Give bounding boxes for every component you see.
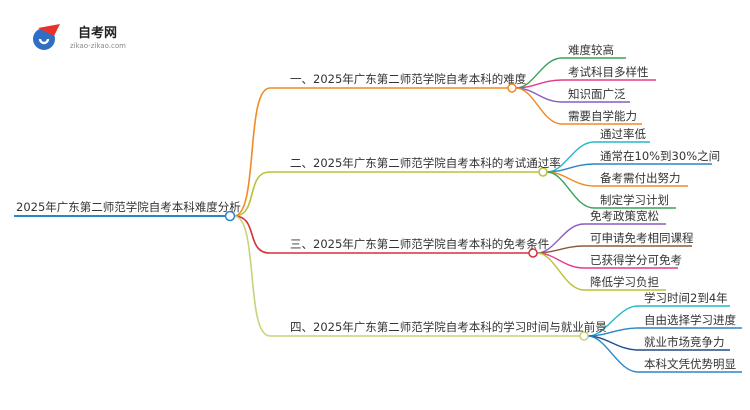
mindmap-nodes: [224, 83, 589, 341]
branch-edge-4: [233, 215, 271, 337]
branch-label-4[interactable]: 四、2025年广东第二师范学院自考本科的学习时间与就业前景: [290, 320, 607, 334]
child-label-3-2[interactable]: 可申请免考相同课程: [590, 231, 694, 245]
child-label-1-1[interactable]: 难度较高: [568, 43, 614, 57]
branch-node-circle-3: [528, 248, 538, 258]
child-label-2-2[interactable]: 通常在10%到30%之间: [600, 149, 721, 163]
logo-subtitle: zikao-zikao.com: [70, 42, 126, 50]
branch-label-1[interactable]: 一、2025年广东第二师范学院自考本科的难度: [290, 72, 527, 86]
branch-label-3[interactable]: 三、2025年广东第二师范学院自考本科的免考条件: [290, 237, 550, 251]
root-node-circle: [224, 210, 236, 222]
site-logo[interactable]: 自考网 zikao-zikao.com: [30, 18, 150, 58]
child-edge-1-4: [515, 87, 563, 125]
child-label-1-4[interactable]: 需要自学能力: [568, 109, 637, 123]
branch-edge-1: [233, 87, 271, 217]
branch-node-circle-4: [579, 331, 589, 341]
child-label-4-2[interactable]: 自由选择学习进度: [644, 313, 736, 327]
graduation-cap-icon: [33, 24, 60, 50]
child-label-4-4[interactable]: 本科文凭优势明显: [644, 357, 736, 371]
child-edge-2-4: [546, 171, 595, 209]
child-edge-4-4: [587, 335, 639, 373]
child-label-4-3[interactable]: 就业市场竞争力: [644, 335, 725, 349]
branch-node-circle-1: [507, 83, 517, 93]
mindmap-underlines: [14, 57, 742, 373]
branch-edge-2: [233, 171, 271, 217]
child-label-2-3[interactable]: 备考需付出努力: [600, 171, 681, 185]
root-node-label[interactable]: 2025年广东第二师范学院自考本科难度分析: [16, 200, 241, 214]
child-label-3-1[interactable]: 免考政策宽松: [590, 209, 659, 223]
child-label-4-1[interactable]: 学习时间2到4年: [644, 291, 728, 305]
child-label-2-4[interactable]: 制定学习计划: [600, 193, 669, 207]
child-label-2-1[interactable]: 通过率低: [600, 127, 646, 141]
branch-label-2[interactable]: 二、2025年广东第二师范学院自考本科的考试通过率: [290, 156, 561, 170]
branch-node-circle-2: [538, 167, 548, 177]
child-edge-3-4: [536, 252, 585, 291]
branch-edge-3: [233, 215, 271, 254]
child-label-1-2[interactable]: 考试科目多样性: [568, 65, 649, 79]
mindmap-edges: [233, 57, 639, 373]
child-label-3-3[interactable]: 已获得学分可免考: [590, 253, 682, 267]
child-label-1-3[interactable]: 知识面广泛: [568, 87, 626, 101]
child-label-3-4[interactable]: 降低学习负担: [590, 275, 659, 289]
logo-title: 自考网: [78, 26, 118, 41]
